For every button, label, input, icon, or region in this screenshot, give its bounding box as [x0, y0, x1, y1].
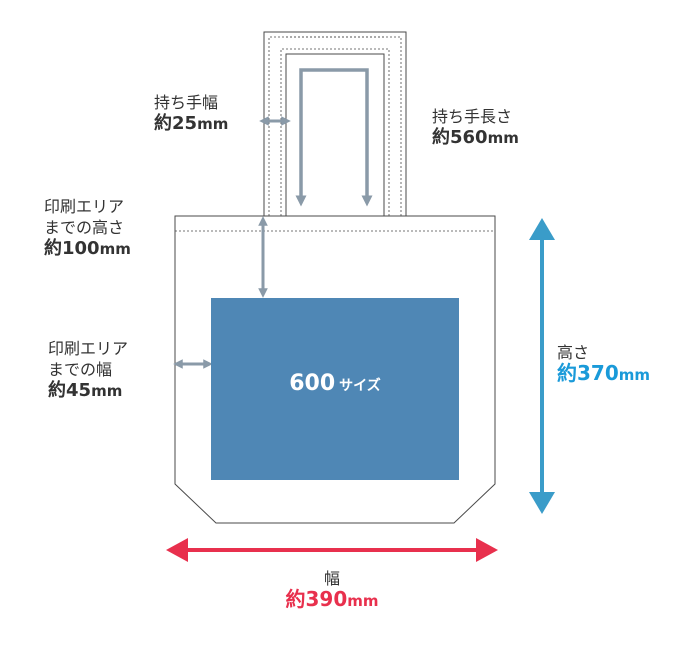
handle-outline: [263, 31, 407, 216]
handle-length-number: 560: [450, 127, 488, 148]
print-side-margin-number: 45: [66, 380, 92, 401]
approx-prefix: 約: [557, 361, 577, 385]
handle-inner-outline: [285, 53, 385, 216]
bag-height-arrow-head-bottom: [529, 492, 555, 514]
bag-width-value: 約390mm: [262, 589, 402, 612]
bag-width-title: 幅: [323, 569, 340, 588]
print-side-margin-title-2: までの幅: [48, 360, 113, 379]
handle-length-value: 約560mm: [432, 127, 519, 149]
print-top-margin-label: 印刷エリア までの高さ 約100mm: [44, 196, 131, 260]
approx-prefix: 約: [44, 238, 62, 259]
bag-height-value: 約370mm: [557, 363, 650, 386]
handle-stitch-line: [280, 48, 390, 216]
print-side-margin-label: 印刷エリア までの幅 約45mm: [48, 338, 128, 402]
print-side-margin-value: 約45mm: [48, 380, 128, 402]
handle-width-title: 持ち手幅: [154, 93, 219, 112]
bag-height-title: 高さ: [557, 343, 590, 362]
print-top-margin-title-1: 印刷エリア: [44, 197, 125, 216]
unit: mm: [197, 115, 229, 133]
bag-height-arrow-head-top: [529, 218, 555, 240]
print-top-margin-value: 約100mm: [44, 238, 131, 260]
bag-height-number: 370: [577, 361, 619, 385]
bag-width-number: 390: [305, 587, 348, 611]
handle-width-number: 25: [172, 113, 198, 134]
approx-prefix: 約: [48, 380, 66, 401]
handle-length-arrow: [295, 68, 373, 207]
unit: mm: [618, 366, 651, 384]
bag-height-label: 高さ 約370mm: [557, 342, 650, 386]
print-area-number: 600: [289, 371, 336, 396]
handle-length-title: 持ち手長さ: [432, 107, 513, 126]
print-top-margin-number: 100: [62, 238, 100, 259]
print-side-margin-title-1: 印刷エリア: [48, 339, 129, 358]
handle-length-label: 持ち手長さ 約560mm: [432, 106, 519, 149]
unit: mm: [487, 129, 519, 147]
print-area-suffix: サイズ: [339, 378, 381, 394]
unit: mm: [347, 592, 379, 610]
bag-width-label: 幅 約390mm: [262, 568, 402, 612]
approx-prefix: 約: [285, 587, 306, 611]
bag-width-arrow-head-left: [166, 538, 188, 562]
handle-stitch-line: [268, 36, 402, 216]
print-top-margin-title-2: までの高さ: [44, 218, 125, 237]
approx-prefix: 約: [432, 127, 450, 148]
handle-width-label: 持ち手幅 約25mm: [154, 92, 228, 135]
handle-width-value: 約25mm: [154, 113, 228, 135]
approx-prefix: 約: [154, 113, 172, 134]
print-area-rect: [211, 298, 459, 480]
unit: mm: [99, 240, 131, 258]
bag-width-arrow-head-right: [476, 538, 498, 562]
unit: mm: [91, 382, 123, 400]
